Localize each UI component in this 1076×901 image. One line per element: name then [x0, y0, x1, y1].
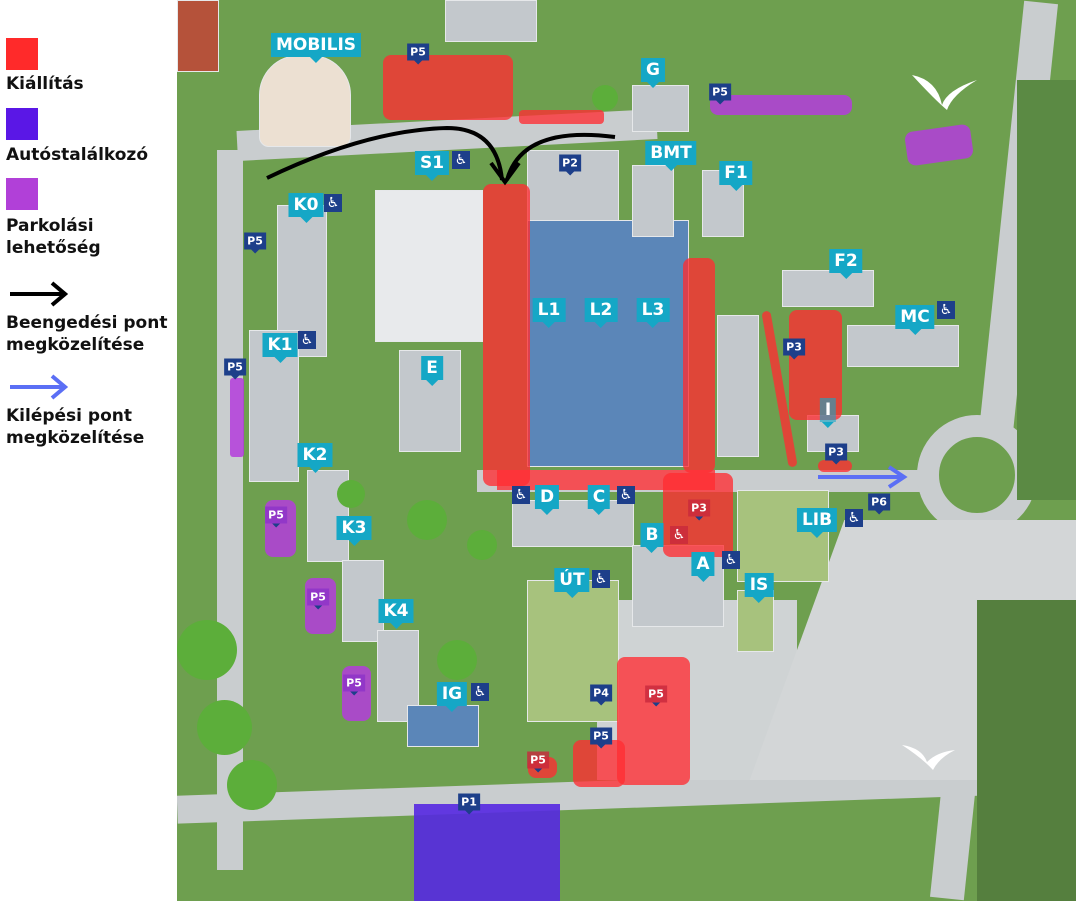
- building-label-l1[interactable]: L1: [532, 298, 566, 328]
- parking-marker[interactable]: P6: [868, 493, 890, 515]
- parking-marker[interactable]: P5: [343, 674, 365, 696]
- legend-swatch-car-meet: [6, 108, 38, 140]
- building-label-ig[interactable]: IG: [436, 682, 468, 712]
- parking-marker[interactable]: P5: [645, 685, 667, 707]
- exhibition-area: [519, 110, 604, 124]
- parking-marker[interactable]: P5: [709, 83, 731, 105]
- wheelchair-icon: ♿: [452, 151, 470, 169]
- parking-marker[interactable]: P4: [590, 684, 612, 706]
- exit-arrow: [818, 465, 908, 489]
- parking-marker[interactable]: P5: [265, 506, 287, 528]
- building-label-f1[interactable]: F1: [719, 161, 753, 191]
- parking-area: [230, 378, 244, 457]
- legend: Kiállítás Autóstalálkozó Parkolási lehet…: [0, 0, 177, 901]
- parking-area: [710, 95, 852, 115]
- wheelchair-icon: ♿: [592, 570, 610, 588]
- building-label-bmt[interactable]: BMT: [645, 141, 697, 171]
- parking-marker[interactable]: P3: [688, 499, 710, 521]
- building-label-k4[interactable]: K4: [378, 599, 414, 629]
- building-label-l3[interactable]: L3: [636, 298, 670, 328]
- parking-marker[interactable]: P5: [244, 232, 266, 254]
- legend-label: Beengedési pont megközelítése: [6, 313, 168, 355]
- bird-icon: [902, 745, 955, 770]
- building-label-e[interactable]: E: [421, 356, 443, 386]
- parking-marker[interactable]: P5: [224, 358, 246, 380]
- bird-icon: [912, 75, 977, 110]
- building-label-mobilis[interactable]: MOBILIS: [270, 33, 362, 63]
- parking-marker[interactable]: P5: [590, 727, 612, 749]
- legend-label: Kilépési pont megközelítése: [6, 406, 145, 448]
- exhibition-area: [818, 460, 852, 472]
- campus-map[interactable]: MOBILIS S1 K0 G BMT F1 F2 MC L1 L2 L3 E …: [177, 0, 1076, 901]
- parking-marker[interactable]: P3: [783, 338, 805, 360]
- building-label-lib[interactable]: LIB: [796, 508, 838, 538]
- exhibition-area: [383, 55, 513, 120]
- exhibition-area: [483, 184, 530, 486]
- legend-label: Autóstalálkozó: [6, 145, 149, 165]
- wheelchair-icon: ♿: [670, 526, 688, 544]
- building-label-l2[interactable]: L2: [584, 298, 618, 328]
- entry-arrow: [505, 132, 616, 181]
- legend-swatch-exhibition: [6, 38, 38, 70]
- exhibition-area: [683, 258, 715, 473]
- wheelchair-icon: ♿: [471, 683, 489, 701]
- building-label-k0[interactable]: K0: [288, 193, 324, 223]
- entry-arrow: [266, 125, 504, 181]
- parking-marker[interactable]: P3: [825, 443, 847, 465]
- exhibition-area: [617, 657, 690, 785]
- parking-marker[interactable]: P5: [307, 588, 329, 610]
- building-label-is[interactable]: IS: [744, 573, 774, 603]
- building-label-d[interactable]: D: [534, 485, 560, 515]
- building-label-g[interactable]: G: [641, 58, 665, 88]
- wheelchair-icon: ♿: [617, 486, 635, 504]
- car-meet-area: [414, 804, 560, 901]
- parking-marker[interactable]: P5: [407, 43, 429, 65]
- building-label-ut[interactable]: ÚT: [554, 568, 590, 598]
- wheelchair-icon: ♿: [722, 551, 740, 569]
- wheelchair-icon: ♿: [324, 194, 342, 212]
- wheelchair-icon: ♿: [298, 331, 316, 349]
- parking-marker[interactable]: P2: [559, 154, 581, 176]
- building-label-k1[interactable]: K1: [262, 333, 298, 363]
- legend-label: Kiállítás: [6, 74, 84, 94]
- building-label-b[interactable]: B: [640, 523, 664, 553]
- entry-arrow-head: [489, 161, 521, 186]
- parking-marker[interactable]: P5: [527, 751, 549, 773]
- wheelchair-icon: ♿: [937, 301, 955, 319]
- wheelchair-icon: ♿: [845, 509, 863, 527]
- building-label-k3[interactable]: K3: [336, 516, 372, 546]
- building-label-k2[interactable]: K2: [297, 443, 333, 473]
- route-arrows: [266, 75, 977, 770]
- parking-marker[interactable]: P1: [458, 793, 480, 815]
- building-label-c[interactable]: C: [587, 485, 611, 515]
- building-label-a[interactable]: A: [691, 552, 715, 582]
- legend-swatch-parking: [6, 178, 38, 210]
- building-label-f2[interactable]: F2: [829, 249, 863, 279]
- building-label-s1[interactable]: S1: [414, 151, 450, 181]
- blue-arrow-icon: [10, 374, 68, 400]
- legend-label: Parkolási lehetőség: [6, 216, 101, 258]
- black-arrow-icon: [10, 281, 68, 307]
- wheelchair-icon: ♿: [512, 486, 530, 504]
- building-label-i[interactable]: I: [819, 398, 837, 428]
- building-label-mc[interactable]: MC: [895, 305, 935, 335]
